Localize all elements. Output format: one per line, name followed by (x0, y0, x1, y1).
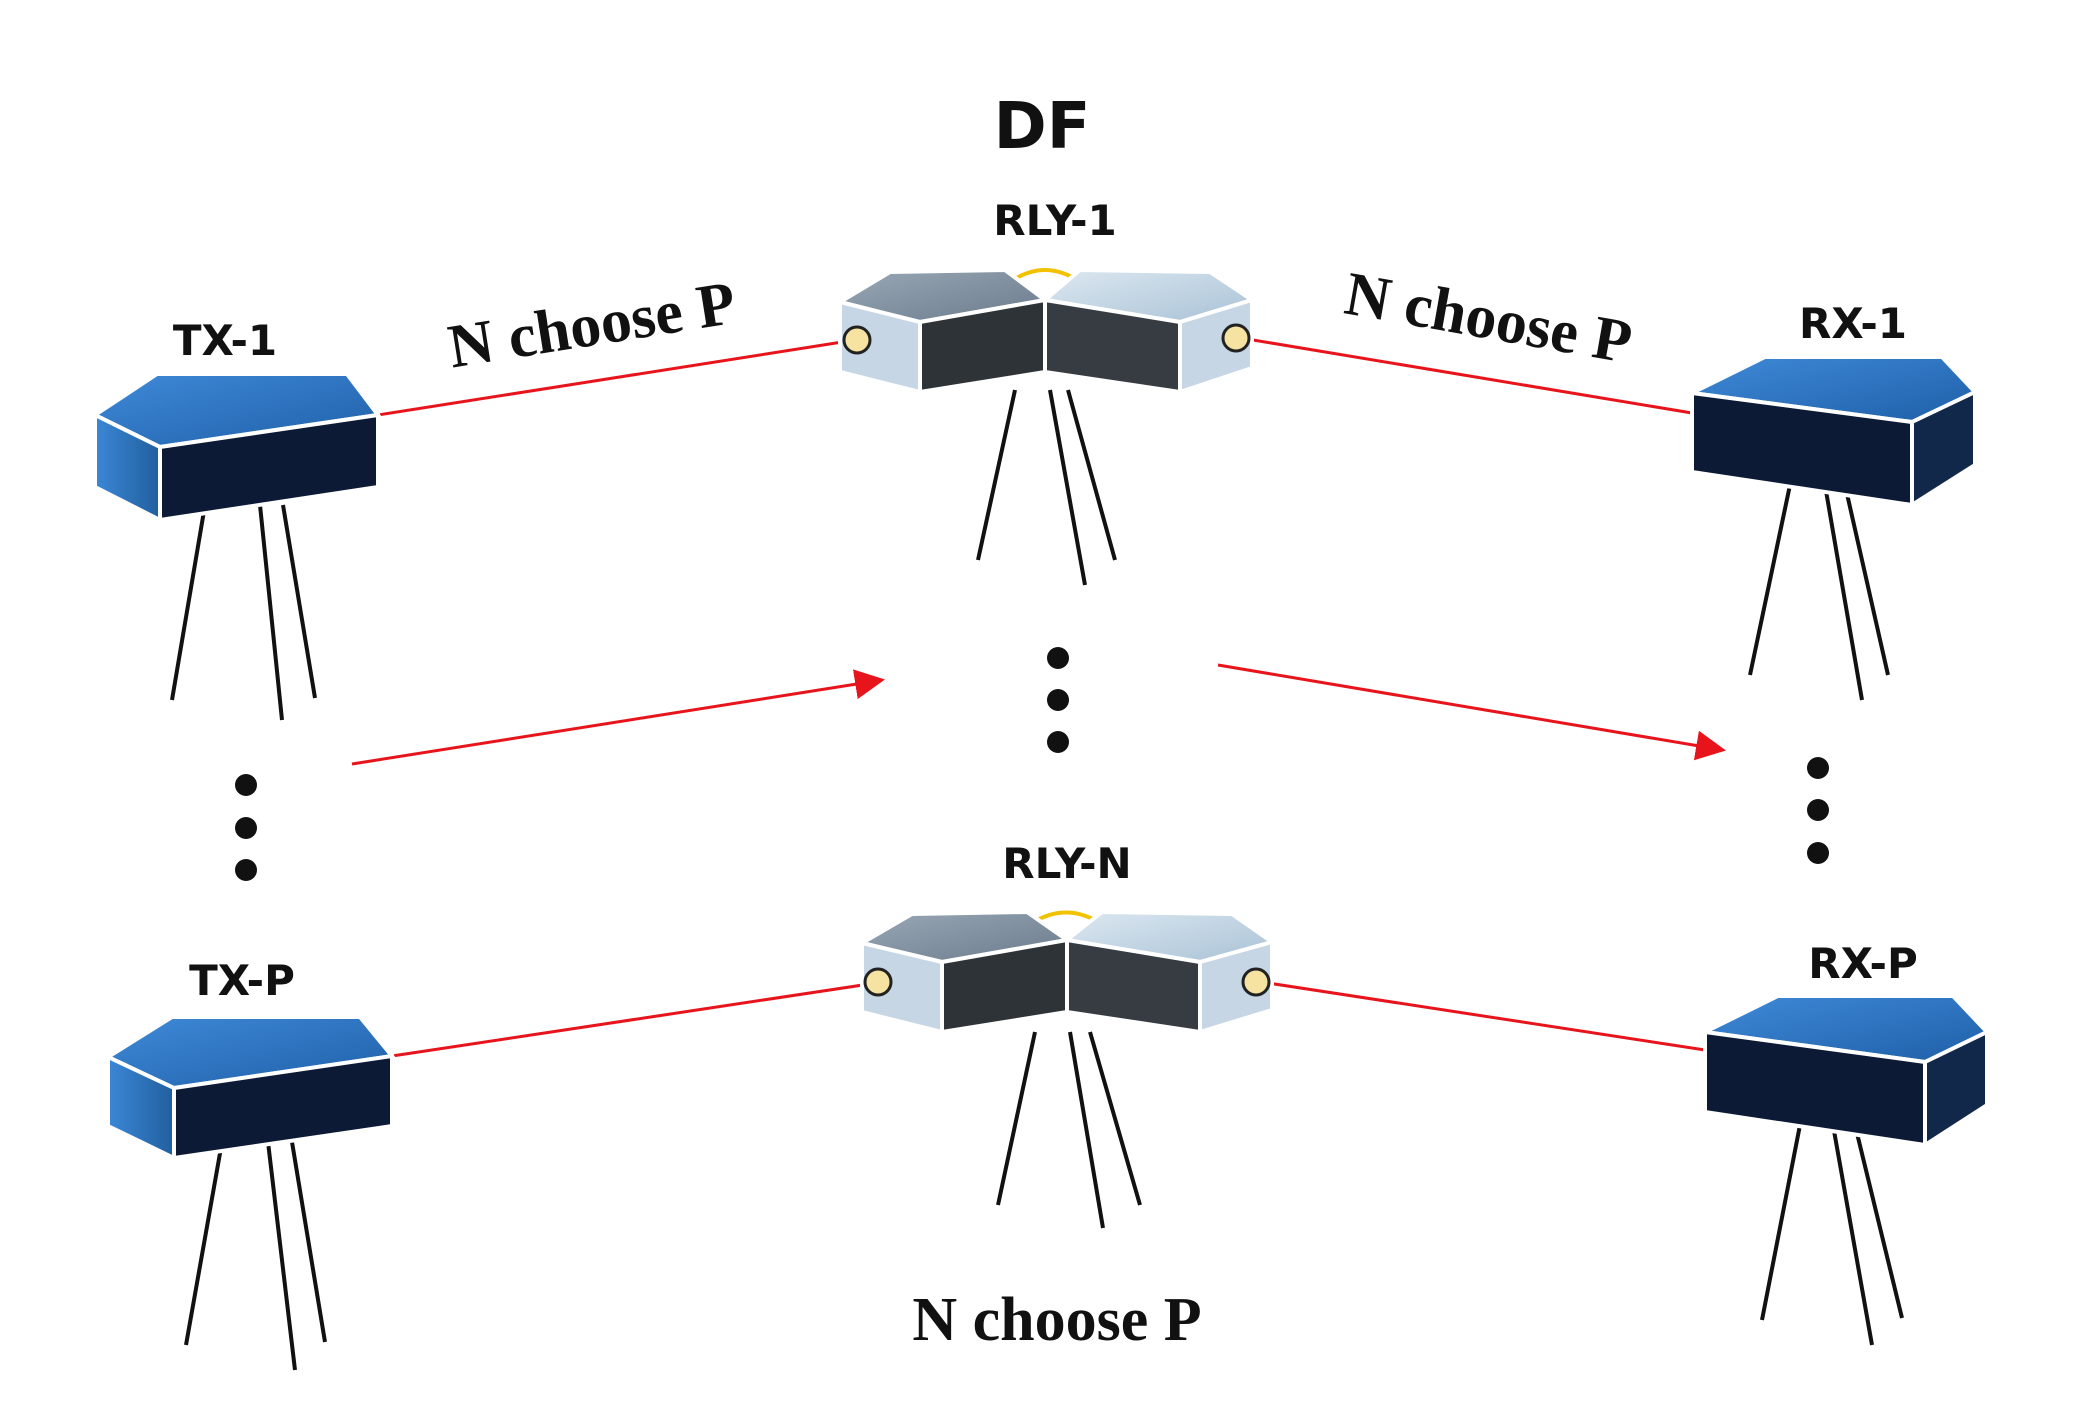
ellipsis-relays (1047, 647, 1069, 753)
rly-1-label: RLY-1 (993, 196, 1116, 245)
ellipsis-tx (235, 774, 257, 881)
rly-1-port-right (1221, 323, 1251, 353)
rly-n-port-right (1241, 967, 1271, 997)
rly-n-antennas (996, 1031, 1142, 1229)
tx-p-device (103, 1015, 396, 1162)
tx-1-node: TX-1 (90, 316, 382, 721)
link-tx1-rly1 (377, 338, 856, 417)
rx-1-antennas (1748, 484, 1890, 701)
tx-p-node: TX-P (103, 956, 396, 1371)
arrow-relays-to-rx (1217, 663, 1726, 761)
ellipsis-rx (1807, 757, 1829, 864)
rly-1-node: RLY-1 (834, 196, 1257, 586)
rly-1-device (834, 267, 1257, 395)
link-rly1-rx1 (1252, 338, 1693, 415)
rly-n-device (856, 909, 1277, 1035)
rly-n-node: RLY-N (856, 839, 1277, 1229)
rly-1-port-left (842, 325, 872, 355)
rx-1-node: RX-1 (1685, 299, 1979, 701)
link-rlyn-rxp (1267, 981, 1706, 1052)
tx-p-antennas (184, 1141, 327, 1371)
link-txp-rlyn (391, 981, 877, 1058)
arrow-tx-to-relays (351, 669, 885, 766)
rly-n-port-left (863, 967, 893, 997)
tx-1-device (90, 372, 382, 524)
rx-1-label: RX-1 (1799, 299, 1907, 348)
diagram-title: DF (994, 90, 1091, 164)
rx-p-label: RX-P (1808, 939, 1918, 988)
rx-p-device (1698, 994, 1991, 1149)
rly-n-label: RLY-N (1002, 839, 1131, 888)
tx-1-label: TX-1 (173, 316, 277, 365)
links (351, 338, 1726, 1058)
rx-p-antennas (1760, 1124, 1904, 1346)
link-label-bottom: N choose P (912, 1286, 1201, 1354)
rx-1-device (1685, 355, 1979, 509)
tx-p-label: TX-P (189, 956, 295, 1005)
link-label-relay-rx: N choose P (1340, 260, 1637, 377)
rly-1-antennas (976, 389, 1117, 586)
rx-p-node: RX-P (1698, 939, 1991, 1346)
tx-1-antennas (170, 504, 317, 721)
